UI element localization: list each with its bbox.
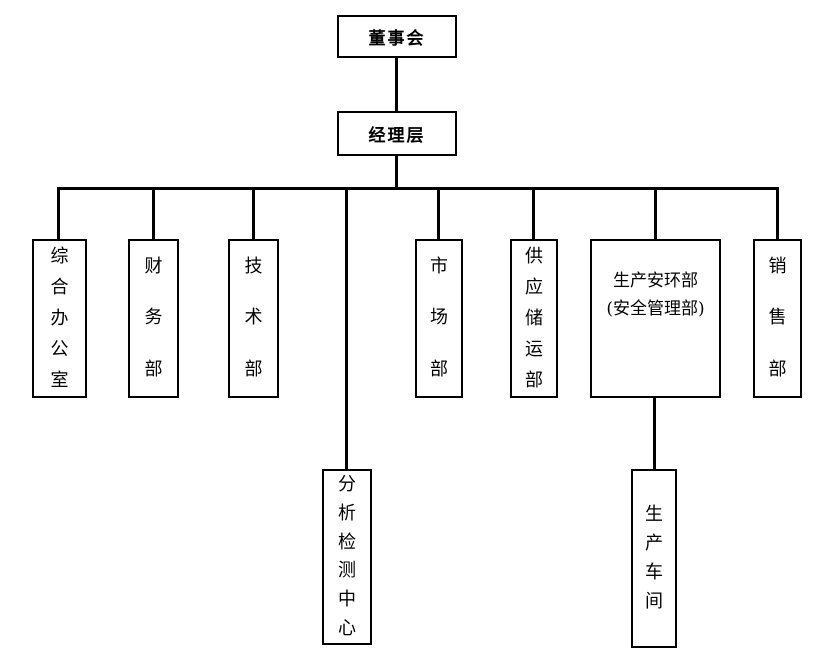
node-production-safety-label: 生产安环部 (安全管理部) [592,241,719,323]
node-production-safety-line2: (安全管理部) [606,299,705,319]
connector-safety-workshop [653,398,656,469]
node-finance-label: 财务部 [144,255,163,381]
node-production-safety-line1: 生产安环部 [613,271,698,291]
node-sales-label: 销售部 [768,255,787,381]
node-analysis-center-label: 分析检测中心 [338,474,356,639]
node-board: 董事会 [337,15,457,58]
connector-management-bus [395,155,398,188]
node-market-label: 市场部 [430,255,448,381]
connector-drop-general-office [57,187,60,239]
node-analysis-center: 分析检测中心 [322,469,372,645]
node-sales: 销售部 [753,239,802,398]
connector-bus-line [57,187,779,190]
node-management-label: 经理层 [368,126,426,146]
connector-drop-market [437,187,440,239]
node-supply-logistics: 供应储运部 [510,239,558,398]
connector-drop-technology [252,187,255,239]
node-management: 经理层 [337,111,457,156]
connector-drop-finance [152,187,155,239]
node-workshop: 生产车间 [631,469,677,648]
node-production-safety: 生产安环部 (安全管理部) [590,239,721,398]
connector-drop-sales [776,187,779,239]
node-general-office-label: 综合办公室 [50,245,69,391]
node-supply-logistics-label: 供应储运部 [525,245,543,391]
node-board-label: 董事会 [368,29,426,49]
node-workshop-label: 生产车间 [645,504,663,612]
node-finance: 财务部 [128,239,179,398]
connector-drop-supply [532,187,535,239]
node-market: 市场部 [415,239,463,398]
connector-board-management [395,57,398,111]
connector-drop-analysis-center [345,187,348,469]
node-technology: 技术部 [228,239,279,398]
node-technology-label: 技术部 [244,255,263,381]
connector-drop-production-safety [654,187,657,239]
node-general-office: 综合办公室 [32,239,87,398]
